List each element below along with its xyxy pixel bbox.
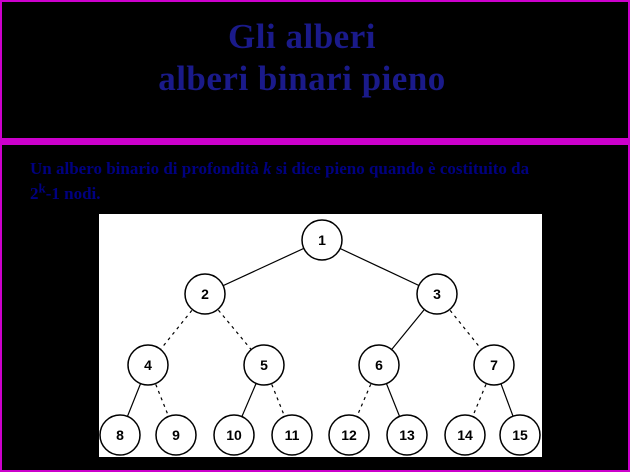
tree-node-label-14: 14 bbox=[457, 427, 473, 443]
tree-edge-1-2 bbox=[204, 239, 323, 295]
tree-node-1: 1 bbox=[301, 219, 343, 261]
tree-node-label-15: 15 bbox=[512, 427, 528, 443]
tree-node-label-4: 4 bbox=[144, 357, 152, 373]
tree-node-circle-1 bbox=[301, 219, 343, 261]
tree-node-circle-6 bbox=[358, 344, 400, 386]
body-line2-base: 2 bbox=[30, 184, 39, 203]
tree-node-circle-15 bbox=[499, 414, 541, 456]
tree-node-9: 9 bbox=[155, 414, 197, 456]
tree-node-circle-11 bbox=[271, 414, 313, 456]
tree-node-circle-4 bbox=[127, 344, 169, 386]
tree-edge-5-11 bbox=[263, 364, 293, 436]
tree-node-label-13: 13 bbox=[399, 427, 415, 443]
tree-node-label-10: 10 bbox=[226, 427, 242, 443]
tree-node-7: 7 bbox=[473, 344, 515, 386]
tree-node-label-5: 5 bbox=[260, 357, 268, 373]
tree-node-6: 6 bbox=[358, 344, 400, 386]
tree-node-circle-9 bbox=[155, 414, 197, 456]
body-line1-k-variable: k bbox=[263, 159, 272, 178]
tree-node-label-2: 2 bbox=[201, 286, 209, 302]
tree-node-circle-8 bbox=[99, 414, 141, 456]
tree-node-circle-7 bbox=[473, 344, 515, 386]
tree-node-15: 15 bbox=[499, 414, 541, 456]
tree-node-label-7: 7 bbox=[490, 357, 498, 373]
tree-node-12: 12 bbox=[328, 414, 370, 456]
tree-node-14: 14 bbox=[444, 414, 486, 456]
tree-node-label-8: 8 bbox=[116, 427, 124, 443]
body-text: Un albero binario di profondità k si dic… bbox=[30, 156, 610, 206]
tree-node-label-12: 12 bbox=[341, 427, 357, 443]
tree-node-3: 3 bbox=[416, 273, 458, 315]
tree-node-circle-3 bbox=[416, 273, 458, 315]
tree-edge-4-9 bbox=[147, 364, 177, 436]
tree-node-label-1: 1 bbox=[318, 232, 326, 248]
tree-node-circle-2 bbox=[184, 273, 226, 315]
title-divider-bar bbox=[2, 138, 628, 145]
tree-node-4: 4 bbox=[127, 344, 169, 386]
slide-title-line1: Gli alberi bbox=[228, 17, 376, 56]
tree-node-circle-12 bbox=[328, 414, 370, 456]
tree-node-circle-14 bbox=[444, 414, 486, 456]
tree-node-label-3: 3 bbox=[433, 286, 441, 302]
body-line1-before-k: Un albero binario di profondità bbox=[30, 159, 264, 178]
body-line1-after-k: si dice pieno quando è costituito da bbox=[271, 159, 530, 178]
tree-node-5: 5 bbox=[243, 344, 285, 386]
tree-node-label-6: 6 bbox=[375, 357, 383, 373]
tree-node-circle-13 bbox=[386, 414, 428, 456]
tree-node-circle-10 bbox=[213, 414, 255, 456]
tree-node-13: 13 bbox=[386, 414, 428, 456]
tree-node-label-11: 11 bbox=[285, 427, 300, 443]
slide-title-line2: alberi binari pieno bbox=[158, 59, 446, 98]
tree-node-11: 11 bbox=[271, 414, 313, 456]
tree-node-label-9: 9 bbox=[172, 427, 180, 443]
tree-edge-1-3 bbox=[321, 239, 438, 295]
tree-node-10: 10 bbox=[213, 414, 255, 456]
tree-node-2: 2 bbox=[184, 273, 226, 315]
body-line2-exponent: k bbox=[38, 180, 46, 196]
slide-title: Gli alberi alberi binari pieno bbox=[2, 16, 628, 100]
tree-node-8: 8 bbox=[99, 414, 141, 456]
body-line2-rest: -1 nodi. bbox=[45, 184, 101, 203]
tree-node-circle-5 bbox=[243, 344, 285, 386]
